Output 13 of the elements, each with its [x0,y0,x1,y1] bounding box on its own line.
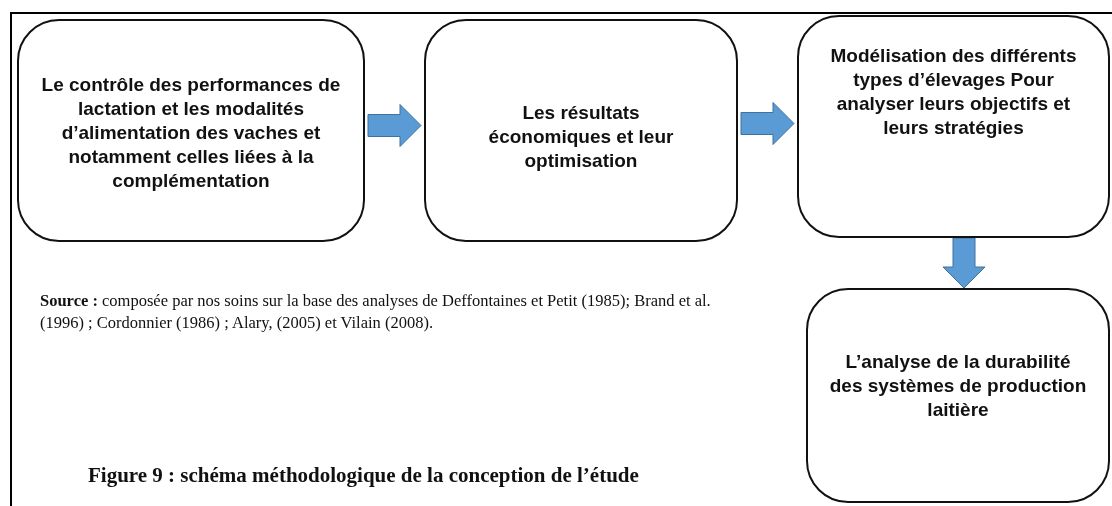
process-box [797,15,1110,238]
source-note: Source : composée par nos soins sur la base des analyses de Deffontaines et Petit (1985); Brand et al. (1996) ; Cordonnier (1986) ; Alary, (2005) et Vilain (2008). [40,290,712,334]
block-arrow [942,237,986,289]
figure-caption: Figure 9 : schéma méthodologique de la conception de l’étude [88,463,639,488]
process-box [424,19,738,242]
block-arrow [740,102,795,145]
block-arrow [367,104,422,147]
box-text: Modélisation des différents types d’élevages Pour analyser leurs objectifs et leurs stratégies [829,44,1078,140]
process-box [806,288,1110,503]
box-text: L’analyse de la durabilité des systèmes de production laitière [828,350,1088,422]
process-box [17,19,365,242]
box-text: Le contrôle des performances de lactation et les modalités d’alimentation des vaches et notamment celles liées à la complémentation [41,73,341,193]
box-text: Les résultats économiques et leur optimisation [487,101,675,173]
